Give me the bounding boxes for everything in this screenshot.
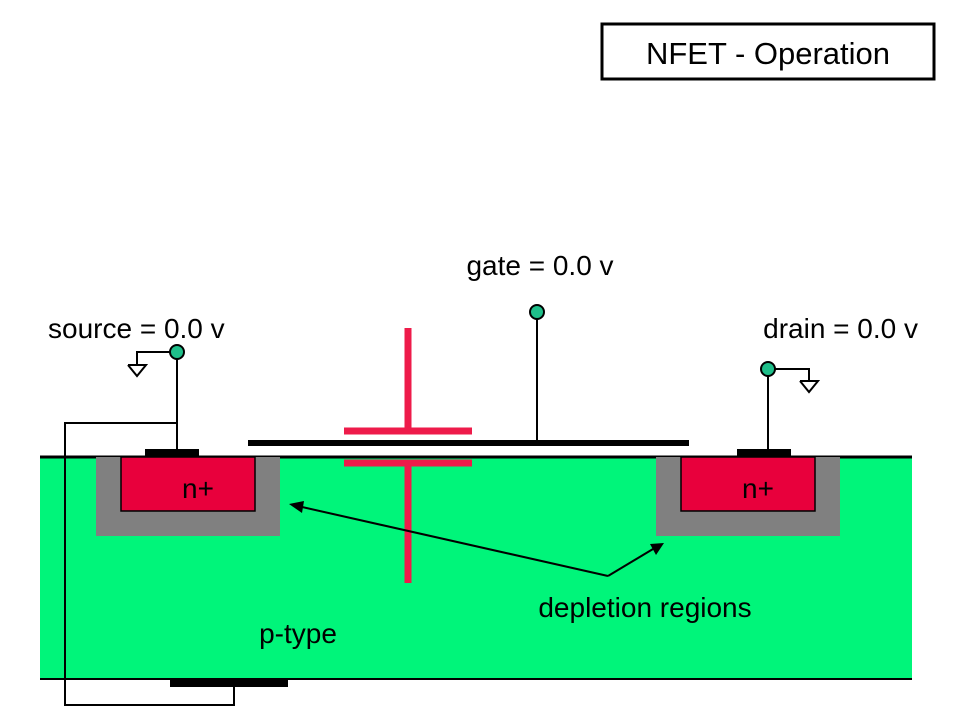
drain-n-plus-label: n+ xyxy=(742,473,774,504)
gate-terminal-dot xyxy=(529,304,545,320)
body-contact xyxy=(170,679,288,687)
source-well: n+ xyxy=(96,456,280,536)
drain-well: n+ xyxy=(656,456,840,536)
gate-electrode xyxy=(248,440,689,446)
drain-contact xyxy=(737,449,791,456)
depletion-arrows xyxy=(289,501,664,577)
drain-label: drain = 0.0 v xyxy=(763,313,918,344)
arrowhead-right xyxy=(650,543,664,555)
drain-terminal-dot xyxy=(760,361,776,377)
diagram-title: NFET - Operation xyxy=(646,36,890,71)
source-contact xyxy=(145,449,199,456)
source-label: source = 0.0 v xyxy=(48,313,225,344)
source-n-plus-region xyxy=(120,456,256,512)
gate-label: gate = 0.0 v xyxy=(466,250,613,281)
drain-wiring xyxy=(767,368,821,449)
source-n-plus-label: n+ xyxy=(182,473,214,504)
source-wiring xyxy=(64,351,235,706)
depletion-regions-label: depletion regions xyxy=(538,592,751,623)
source-terminal-dot xyxy=(169,344,185,360)
capacitor-symbol xyxy=(344,328,472,583)
p-type-label: p-type xyxy=(259,618,337,649)
title-box: NFET - Operation xyxy=(600,22,936,81)
arrowhead-left xyxy=(289,501,304,513)
drain-n-plus-region xyxy=(680,456,816,512)
